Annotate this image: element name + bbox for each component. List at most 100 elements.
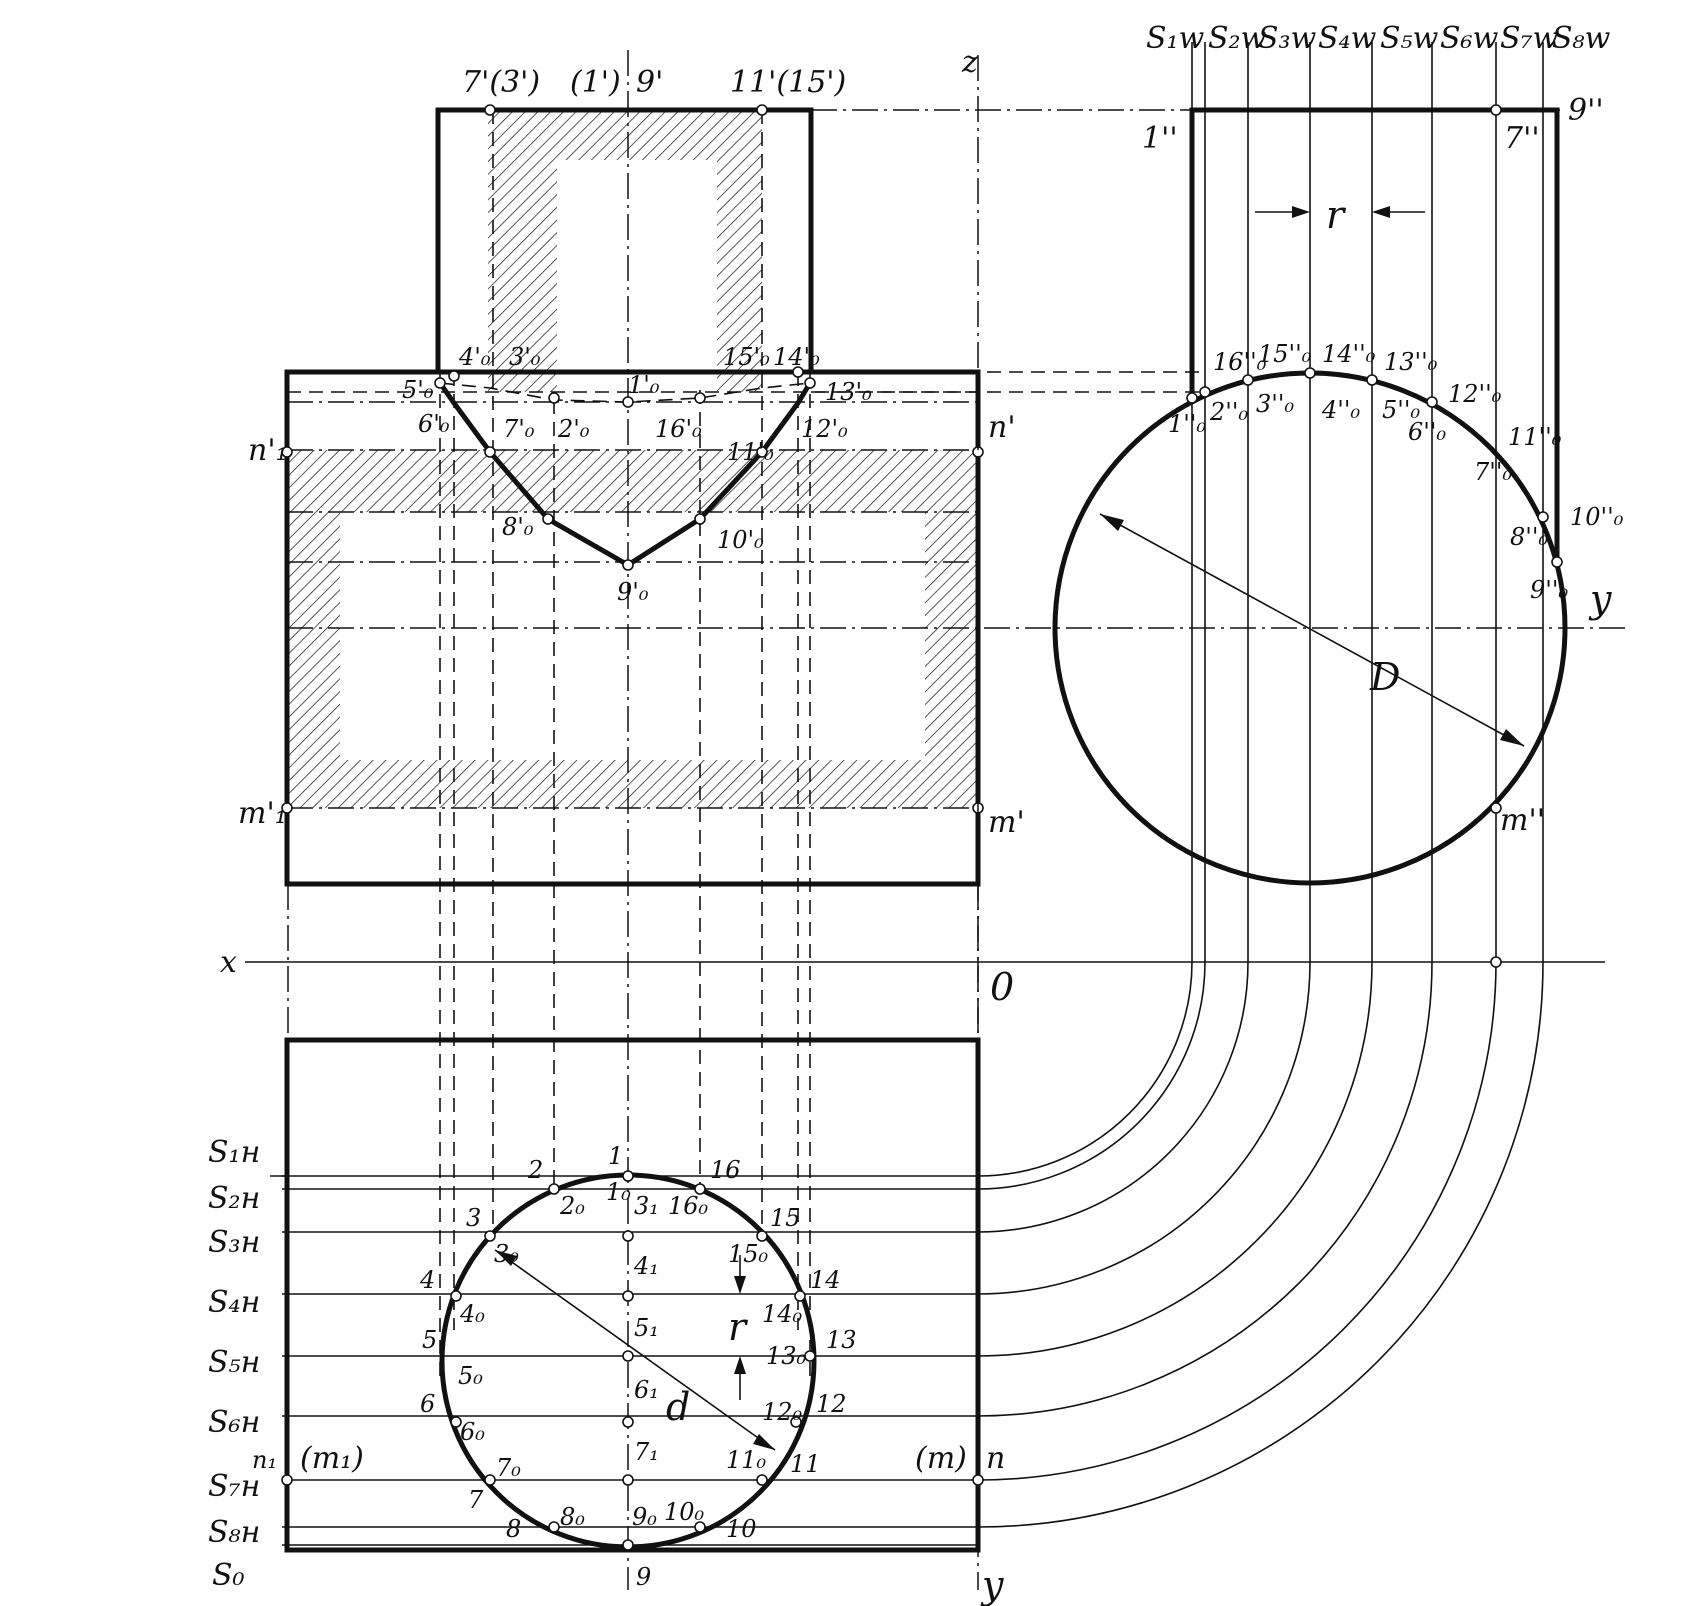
plan-label-15o: 15₀: [728, 1240, 769, 1268]
plan-label-11: 11: [790, 1450, 821, 1478]
front-label-1: 1'₀: [628, 371, 660, 399]
dim-arrow-2: [1500, 729, 1524, 746]
side-label-r: r: [1326, 193, 1347, 237]
transfer-arcs: [977, 961, 1544, 1528]
side-label-15: 15''₀: [1258, 340, 1312, 368]
plan-label-n1: n₁: [252, 1446, 277, 1474]
plan-label-11o: 11₀: [726, 1446, 767, 1474]
side-label-13: 13''₀: [1384, 348, 1438, 376]
front-label-9: 9'₀: [617, 578, 649, 606]
plan-label-12o: 12₀: [762, 1398, 803, 1426]
plan-label-3: 3: [466, 1204, 481, 1232]
plan-label-14: 14: [810, 1266, 841, 1294]
side-label-16: 16''₀: [1213, 348, 1267, 376]
label-S8w: S₈w: [1552, 21, 1611, 56]
plan-label-5o: 5₀: [458, 1362, 483, 1390]
plan-label-5-1: 5₁: [634, 1314, 659, 1342]
front-top-label-left: 7'(3'): [462, 65, 540, 100]
front-top-label-mid1: (1'): [570, 65, 621, 100]
vertical-cylinder-outline: [435, 107, 814, 372]
side-label-7: 7''₀: [1474, 458, 1512, 486]
plan-label-13: 13: [826, 1326, 857, 1354]
side-top-labels: S₁w S₂w S₃w S₄w S₅w S₆w S₇w S₈w: [1146, 21, 1611, 56]
label-S4w: S₄w: [1318, 21, 1377, 56]
plan-horizontal-cylinder-outline: [284, 1037, 981, 1553]
plan-label-2o: 2₀: [559, 1192, 585, 1220]
origin-label: 0: [990, 965, 1014, 1009]
plan-label-10: 10: [726, 1515, 757, 1543]
label-S5h: S₅н: [208, 1345, 260, 1380]
front-label-7: 7'₀: [503, 415, 535, 443]
front-label-4: 4'₀: [458, 343, 491, 371]
side-section-lines: [1191, 42, 1544, 962]
label-S6w: S₆w: [1440, 21, 1499, 56]
side-label-6: 6''₀: [1408, 418, 1446, 446]
side-points: [1186, 104, 1563, 968]
front-label-3: 3'₀: [509, 343, 541, 371]
label-S0: S₀: [212, 1558, 245, 1593]
plan-label-3-1: 3₁: [634, 1192, 659, 1220]
front-top-label-right: 11'(15'): [730, 65, 846, 100]
projection-axes: z x 0 y y: [220, 45, 1630, 1606]
side-r-arrow-left: [1292, 206, 1310, 218]
plan-label-10o: 10₀: [664, 1498, 705, 1526]
axis-z-label: z: [961, 45, 978, 80]
plan-label-8: 8: [506, 1515, 521, 1543]
front-label-n: n': [988, 410, 1016, 445]
side-label-14: 14''₀: [1322, 340, 1376, 368]
label-S1h: S₁н: [208, 1135, 260, 1170]
label-S4h: S₄н: [208, 1285, 260, 1320]
axis-y-bottom-label: y: [980, 1563, 1004, 1606]
side-label-8: 8''₀: [1510, 523, 1548, 551]
d-arrow-1: [495, 1250, 517, 1266]
plan-label-16: 16: [710, 1156, 741, 1184]
plan-label-6: 6: [420, 1390, 435, 1418]
plan-label-8o: 8₀: [560, 1503, 585, 1531]
side-label-3: 3''₀: [1256, 390, 1294, 418]
plan-points: [281, 1170, 984, 1551]
plan-label-14o: 14₀: [762, 1300, 803, 1328]
diameter-d-dimension: [494, 1249, 776, 1451]
side-r-arrow-right: [1372, 206, 1390, 218]
vertical-cylinder-section-hatch: [488, 110, 762, 392]
side-label-D: D: [1369, 655, 1400, 699]
front-top-label-mid2: 9': [636, 65, 663, 100]
side-label-m: m'': [1500, 803, 1545, 838]
side-label-1-top: 1'': [1142, 121, 1178, 156]
plan-label-m1: (m₁): [300, 1441, 364, 1476]
dim-arrow-1: [1100, 514, 1124, 531]
plan-label-12: 12: [816, 1390, 847, 1418]
plan-label-7: 7: [468, 1486, 484, 1514]
plan-circle-labels: 1 2 16 3 15 4 14 5 13 6 12 7 11 8 10 9 1…: [252, 1142, 1005, 1591]
label-S3w: S₃w: [1258, 21, 1317, 56]
label-S7h: S₇н: [208, 1469, 260, 1504]
side-label-9: 9''₀: [1530, 576, 1568, 604]
side-label-11: 11''₀: [1508, 423, 1562, 451]
label-S3h: S₃н: [208, 1225, 260, 1260]
front-label-5: 5'₀: [402, 376, 434, 404]
plan-r-arrow-bottom: [734, 1356, 746, 1374]
front-label-11: 11'₀: [727, 438, 774, 466]
label-S8h: S₈н: [208, 1515, 260, 1550]
plan-label-r: r: [728, 1305, 749, 1349]
plan-label-15: 15: [770, 1204, 801, 1232]
plan-view: S₁н S₂н S₃н S₄н S₅н S₆н S₇н S₈н S₀ 1 2 1…: [208, 1037, 1005, 1593]
side-label-2: 2''₀: [1209, 398, 1248, 426]
front-label-14: 14'₀: [773, 343, 820, 371]
plan-label-4: 4: [419, 1266, 435, 1294]
side-label-7-top: 7'': [1504, 121, 1540, 156]
plan-r-arrow-top: [734, 1276, 746, 1294]
plan-label-7-1: 7₁: [634, 1438, 659, 1466]
front-label-12: 12'₀: [801, 415, 848, 443]
plan-section-lines: [270, 1175, 978, 1546]
front-label-8: 8'₀: [502, 513, 534, 541]
plan-label-2: 2: [527, 1156, 543, 1184]
diameter-D-dimension: [1099, 513, 1525, 747]
side-label-10: 10''₀: [1570, 503, 1624, 531]
front-label-15: 15'₀: [723, 343, 770, 371]
plan-label-13o: 13₀: [766, 1342, 807, 1370]
front-label-2: 2'₀: [557, 415, 590, 443]
side-label-5: 5''₀: [1382, 396, 1420, 424]
front-label-n1: n'₁: [248, 433, 288, 468]
